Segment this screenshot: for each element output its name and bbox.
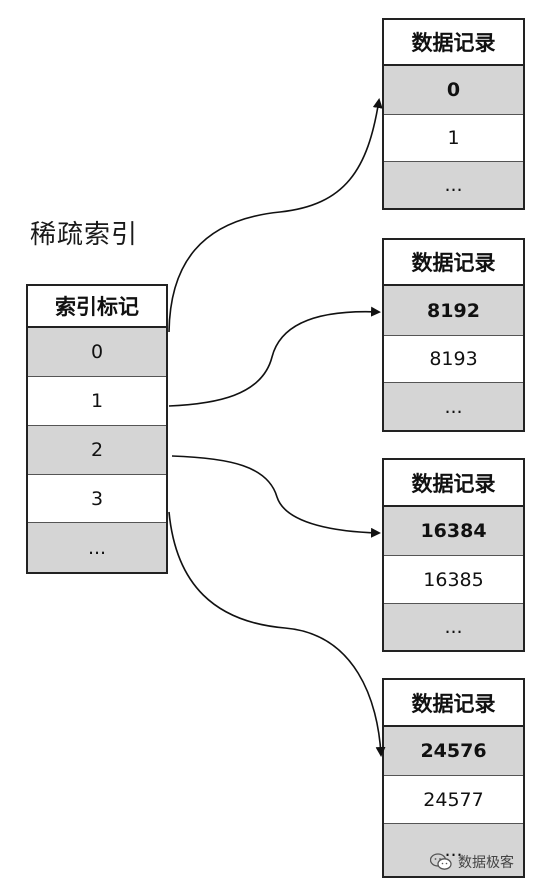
wechat-icon: [429, 853, 452, 871]
record-3-row-1: 24577: [384, 775, 523, 823]
index-row-1: 1: [28, 376, 166, 425]
diagram-title: 稀疏索引: [30, 220, 139, 250]
index-table: 索引标记 0 1 2 3 ...: [26, 284, 168, 574]
record-3-row-0: 24576: [384, 727, 523, 775]
record-2-row-0: 16384: [384, 507, 523, 555]
record-table-2: 数据记录 16384 16385 ...: [382, 458, 525, 652]
record-0-row-1: 1: [384, 114, 523, 161]
record-table-1-header: 数据记录: [384, 240, 523, 286]
record-1-row-1: 8193: [384, 335, 523, 382]
index-row-0: 0: [28, 328, 166, 376]
index-row-ellipsis: ...: [28, 522, 166, 572]
record-0-row-ellipsis: ...: [384, 161, 523, 208]
arrow-index-2-to-record-16384: [171, 455, 381, 538]
index-row-2: 2: [28, 425, 166, 474]
arrow-index-3-to-record-24576: [168, 511, 386, 757]
record-table-2-header: 数据记录: [384, 460, 523, 507]
arrow-index-1-to-record-8192: [168, 306, 381, 407]
record-2-row-ellipsis: ...: [384, 603, 523, 650]
index-table-header: 索引标记: [28, 286, 166, 328]
watermark: 数据极客: [429, 852, 514, 872]
watermark-text: 数据极客: [458, 855, 514, 871]
record-1-row-ellipsis: ...: [384, 382, 523, 430]
record-1-row-0: 8192: [384, 286, 523, 335]
record-table-3: 数据记录 24576 24577 ...: [382, 678, 525, 878]
record-2-row-1: 16385: [384, 555, 523, 603]
record-3-row-ellipsis: ...: [384, 823, 523, 876]
record-table-0: 数据记录 0 1 ...: [382, 18, 525, 210]
index-row-3: 3: [28, 474, 166, 522]
record-table-3-header: 数据记录: [384, 680, 523, 727]
record-0-row-0: 0: [384, 66, 523, 114]
record-table-1: 数据记录 8192 8193 ...: [382, 238, 525, 432]
arrow-index-0-to-record-0: [168, 98, 383, 333]
record-table-0-header: 数据记录: [384, 20, 523, 66]
